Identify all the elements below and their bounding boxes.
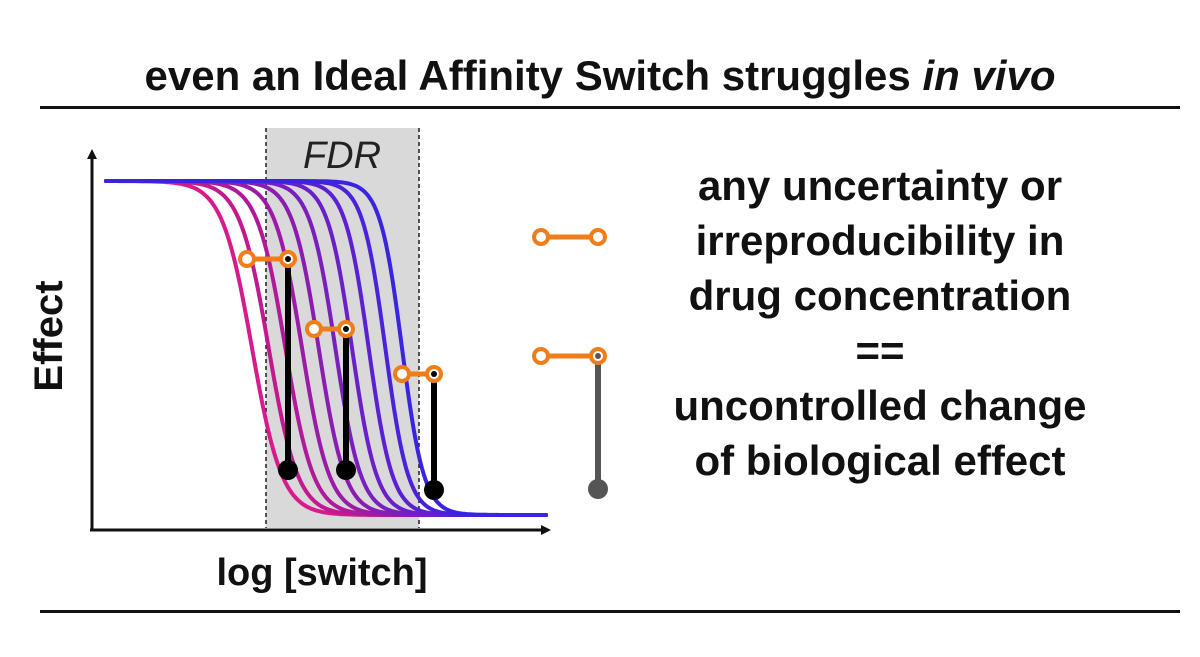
legend-range-start-dot xyxy=(532,347,550,365)
response-curve xyxy=(104,179,548,517)
fdr-label: FDR xyxy=(303,135,381,177)
shift-marker-2 xyxy=(305,320,356,480)
page-title: even an Ideal Affinity Switch struggles … xyxy=(0,48,1200,104)
range-end-center xyxy=(343,326,349,332)
conclusion-line: drug concentration xyxy=(688,272,1072,319)
top-divider xyxy=(40,106,1180,109)
range-start-dot xyxy=(305,320,323,338)
legend-range-end-center xyxy=(595,353,601,359)
conclusion-text: any uncertainty or irreproducibility in … xyxy=(600,158,1160,488)
y-axis-label: Effect xyxy=(27,280,71,391)
title-emphasis: in vivo xyxy=(922,52,1056,99)
effect-drop-end-dot xyxy=(424,480,444,500)
range-start-dot xyxy=(238,250,256,268)
legend-effect-change-symbol xyxy=(532,347,608,499)
conclusion-line: irreproducibility in xyxy=(695,217,1065,264)
conclusion-line: any uncertainty or xyxy=(697,162,1063,209)
legend-concentration-range-symbol xyxy=(532,228,607,246)
legend-drop-end-dot xyxy=(588,479,608,499)
effect-drop-end-dot xyxy=(336,460,356,480)
range-end-center xyxy=(431,371,437,377)
conclusion-line: of biological effect xyxy=(694,437,1066,484)
title-main: even an Ideal Affinity Switch struggles xyxy=(144,52,911,99)
response-curves xyxy=(104,179,548,517)
legend-range-start-dot xyxy=(532,228,550,246)
legend-range-end-dot xyxy=(589,228,607,246)
range-start-dot xyxy=(393,365,411,383)
shift-marker-3 xyxy=(393,365,444,500)
effect-drop-end-dot xyxy=(278,460,298,480)
x-axis-label: log [switch] xyxy=(216,552,427,594)
shift-marker-1 xyxy=(238,250,298,480)
conclusion-equivalence: == xyxy=(855,327,905,374)
conclusion-line: uncontrolled change xyxy=(673,382,1087,429)
bottom-divider xyxy=(40,610,1180,613)
range-end-center xyxy=(285,256,291,262)
